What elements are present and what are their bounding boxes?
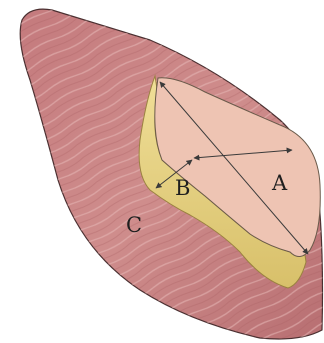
label-c: C	[126, 213, 142, 237]
label-b: B	[175, 176, 190, 200]
label-a: A	[271, 171, 288, 195]
